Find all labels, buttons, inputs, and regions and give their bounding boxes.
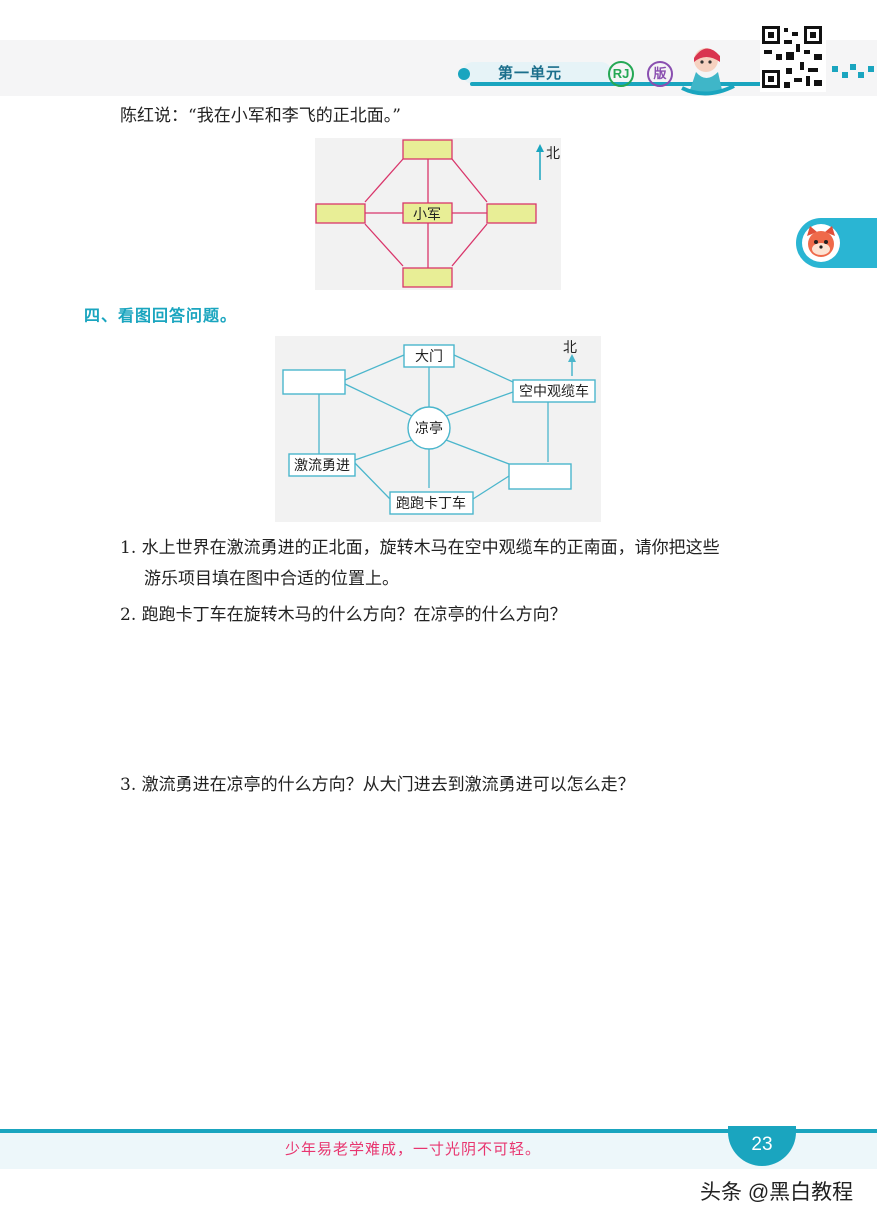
- unit-title-pill: [462, 62, 612, 84]
- header-band: [0, 40, 877, 96]
- qr-code-icon: [760, 24, 826, 92]
- box-east: [486, 203, 537, 224]
- edition-badge-rj: RJ: [608, 61, 634, 87]
- footer-line: [0, 1129, 877, 1133]
- north-arrow-icon: [568, 354, 576, 362]
- gate-box: [403, 344, 455, 368]
- mascot-face-icon: [802, 224, 840, 262]
- mascot-icon: [681, 48, 735, 96]
- kart-box: [389, 491, 474, 515]
- center-label: 小军: [413, 207, 441, 223]
- chenhong-statement: 陈红说：“我在小军和李飞的正北面。”: [120, 106, 401, 126]
- box-north: [402, 139, 453, 160]
- question-3: 3. 激流勇进在凉亭的什么方向？从大门进去到激流勇进可以怎么走？: [120, 775, 635, 795]
- checker-pattern-icon: [832, 64, 874, 78]
- box-south: [402, 267, 453, 288]
- xiaojun-direction-diagram: 小军 北: [315, 138, 561, 290]
- header-dot: [458, 68, 470, 80]
- edition-badge-ban: 版: [647, 61, 673, 87]
- page-number: 23: [751, 1134, 773, 1155]
- watermark: 头条 @黑白教程: [700, 1181, 854, 1204]
- question-2: 2. 跑跑卡丁车在旋转木马的什么方向？在凉亭的什么方向？: [120, 605, 567, 625]
- box-center: [402, 202, 453, 224]
- blank-box-southeast: [508, 463, 572, 490]
- question-1-line-1: 1. 水上世界在激流勇进的正北面，旋转木马在空中观缆车的正南面，请你把这些: [120, 538, 720, 558]
- cable-car-label: 空中观缆车: [519, 383, 589, 400]
- north-arrow-icon: [536, 144, 544, 152]
- footer-motto: 少年易老学难成，一寸光阴不可轻。: [285, 1141, 542, 1158]
- rafting-box: [288, 453, 356, 477]
- north-label: 北: [563, 340, 577, 356]
- unit-title: 第一单元: [498, 65, 563, 82]
- park-map-diagram: 大门 空中观缆车 凉亭 激流勇进 跑跑卡丁车 北: [275, 336, 601, 522]
- rafting-label: 激流勇进: [294, 457, 350, 474]
- box-west: [315, 203, 366, 224]
- section4-title: 四、看图回答问题。: [84, 308, 238, 325]
- pavilion-circle: [407, 406, 451, 450]
- cable-car-box: [512, 379, 596, 403]
- gate-label: 大门: [415, 349, 443, 365]
- blank-box-northwest: [282, 369, 346, 395]
- kart-label: 跑跑卡丁车: [396, 495, 466, 512]
- question-1-line-2: 游乐项目填在图中合适的位置上。: [144, 569, 399, 589]
- north-label: 北: [546, 146, 560, 162]
- pavilion-label: 凉亭: [415, 420, 443, 437]
